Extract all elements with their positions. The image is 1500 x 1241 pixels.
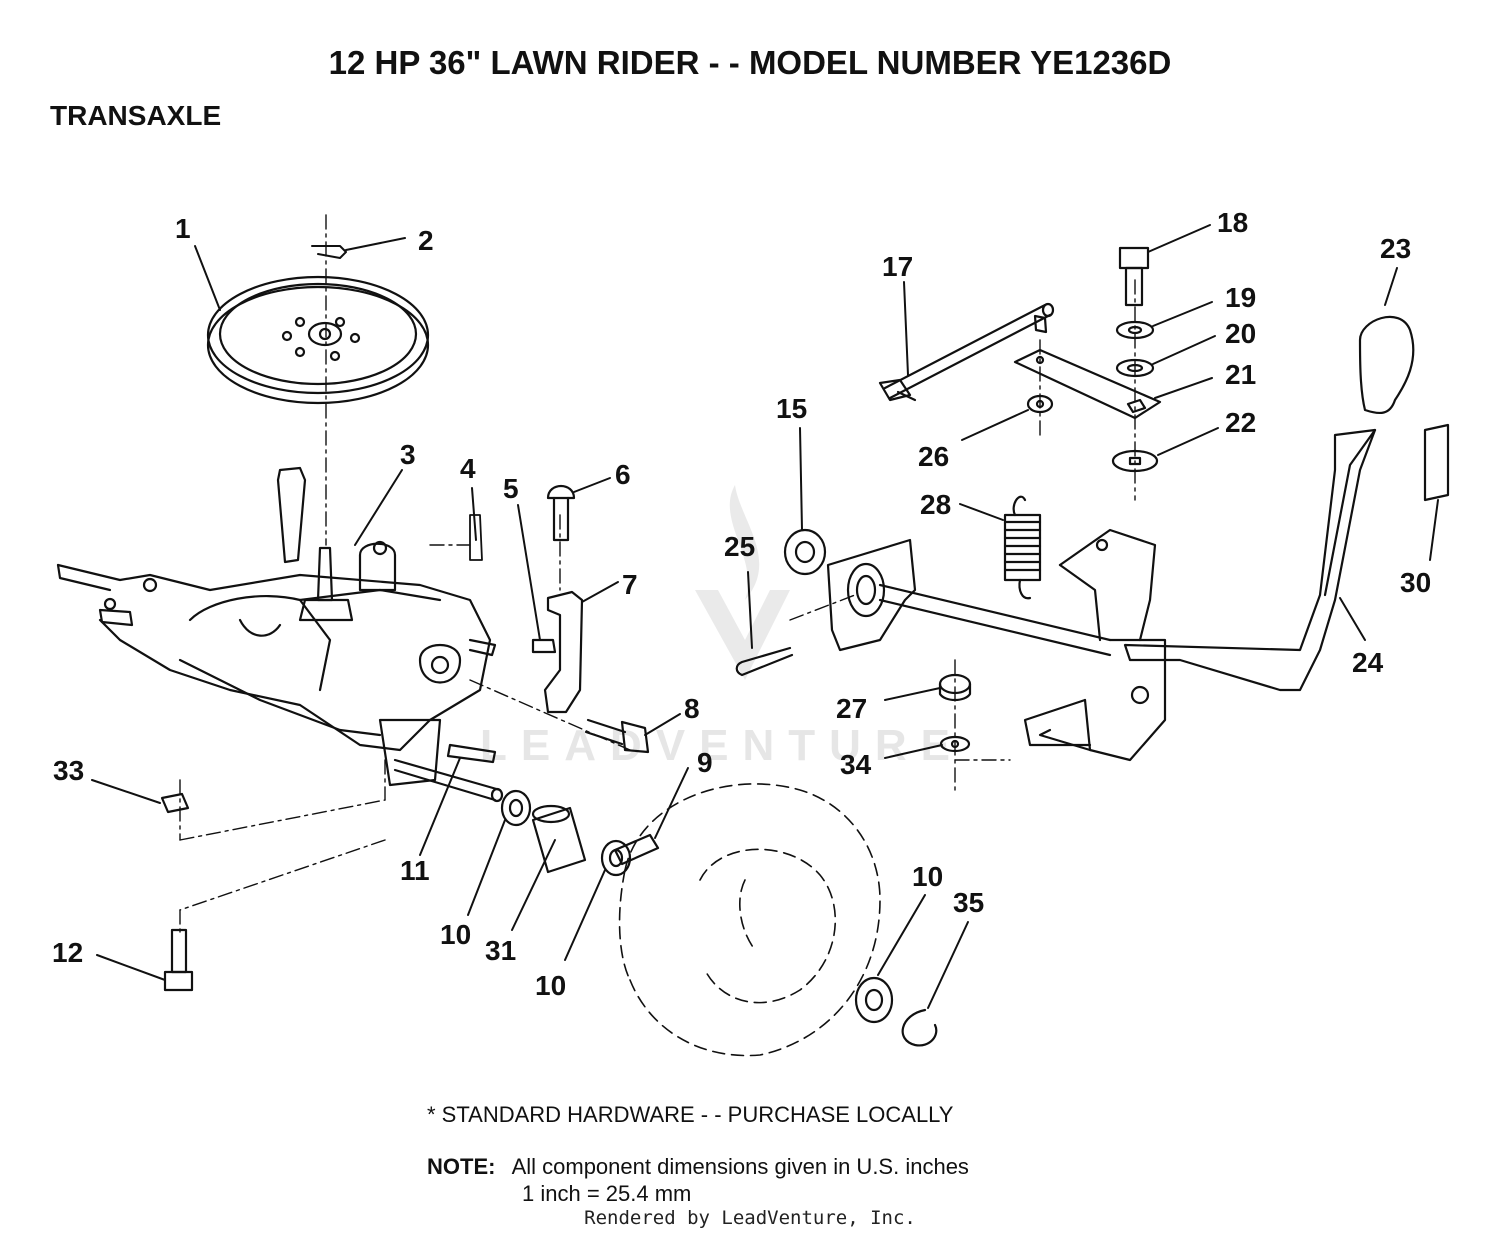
callout-2: 2 xyxy=(418,225,434,256)
callout-31: 31 xyxy=(485,935,516,966)
callout-26: 26 xyxy=(918,441,949,472)
carriage-bolt xyxy=(546,484,576,542)
part-12-bolt xyxy=(163,928,194,992)
section-heading: TRANSAXLE xyxy=(50,100,222,131)
spring xyxy=(1003,495,1042,600)
leadventure-watermark: LEADVENTURE xyxy=(480,485,964,770)
pedal-shaft-assembly xyxy=(826,528,1167,762)
note-text: All component dimensions given in U.S. i… xyxy=(511,1154,969,1179)
callout-3: 3 xyxy=(400,439,416,470)
callout-22: 22 xyxy=(1225,407,1256,438)
callout-34: 34 xyxy=(840,749,872,780)
callout-21: 21 xyxy=(1225,359,1256,390)
callout-30: 30 xyxy=(1400,567,1431,598)
pulley xyxy=(206,275,430,405)
control-rod xyxy=(878,302,1055,402)
standard-hardware-note: * STANDARD HARDWARE - - PURCHASE LOCALLY xyxy=(427,1102,954,1127)
callout-28: 28 xyxy=(920,489,951,520)
callout-1: 1 xyxy=(175,213,191,244)
watermark-text: LEADVENTURE xyxy=(480,721,964,770)
callout-35: 35 xyxy=(953,887,984,918)
callout-labels: 1 2 3 4 5 6 7 8 9 10 10 10 11 12 15 17 1… xyxy=(52,207,1431,1001)
callout-25: 25 xyxy=(724,531,755,562)
callout-12: 12 xyxy=(52,937,83,968)
callout-15: 15 xyxy=(776,393,807,424)
callout-18: 18 xyxy=(1217,207,1248,238)
hex-bolt xyxy=(584,718,650,754)
note-label: NOTE: xyxy=(427,1154,496,1179)
callout-4: 4 xyxy=(460,453,476,484)
page-title: 12 HP 36" LAWN RIDER - - MODEL NUMBER YE… xyxy=(328,44,1172,81)
callout-24: 24 xyxy=(1352,647,1384,678)
conversion-note: 1 inch = 25.4 mm xyxy=(522,1181,692,1206)
callout-33: 33 xyxy=(53,755,84,786)
callout-8: 8 xyxy=(684,693,700,724)
callout-10-b: 10 xyxy=(535,970,566,1001)
dimension-note: NOTE: All component dimensions given in … xyxy=(427,1154,969,1180)
callout-27: 27 xyxy=(836,693,867,724)
callout-6: 6 xyxy=(615,459,631,490)
callout-11: 11 xyxy=(400,855,430,886)
callout-10-c: 10 xyxy=(912,861,943,892)
rear-tire xyxy=(618,783,881,1057)
rendered-by-credit: Rendered by LeadVenture, Inc. xyxy=(584,1207,916,1229)
transaxle-housing xyxy=(56,466,504,803)
callout-5: 5 xyxy=(503,473,519,504)
callout-17: 17 xyxy=(882,251,913,282)
callout-23: 23 xyxy=(1380,233,1411,264)
callout-9: 9 xyxy=(697,747,713,778)
callout-10-a: 10 xyxy=(440,919,471,950)
callout-20: 20 xyxy=(1225,318,1256,349)
callout-7: 7 xyxy=(622,569,638,600)
callout-leaders xyxy=(91,224,1439,1009)
callout-19: 19 xyxy=(1225,282,1256,313)
